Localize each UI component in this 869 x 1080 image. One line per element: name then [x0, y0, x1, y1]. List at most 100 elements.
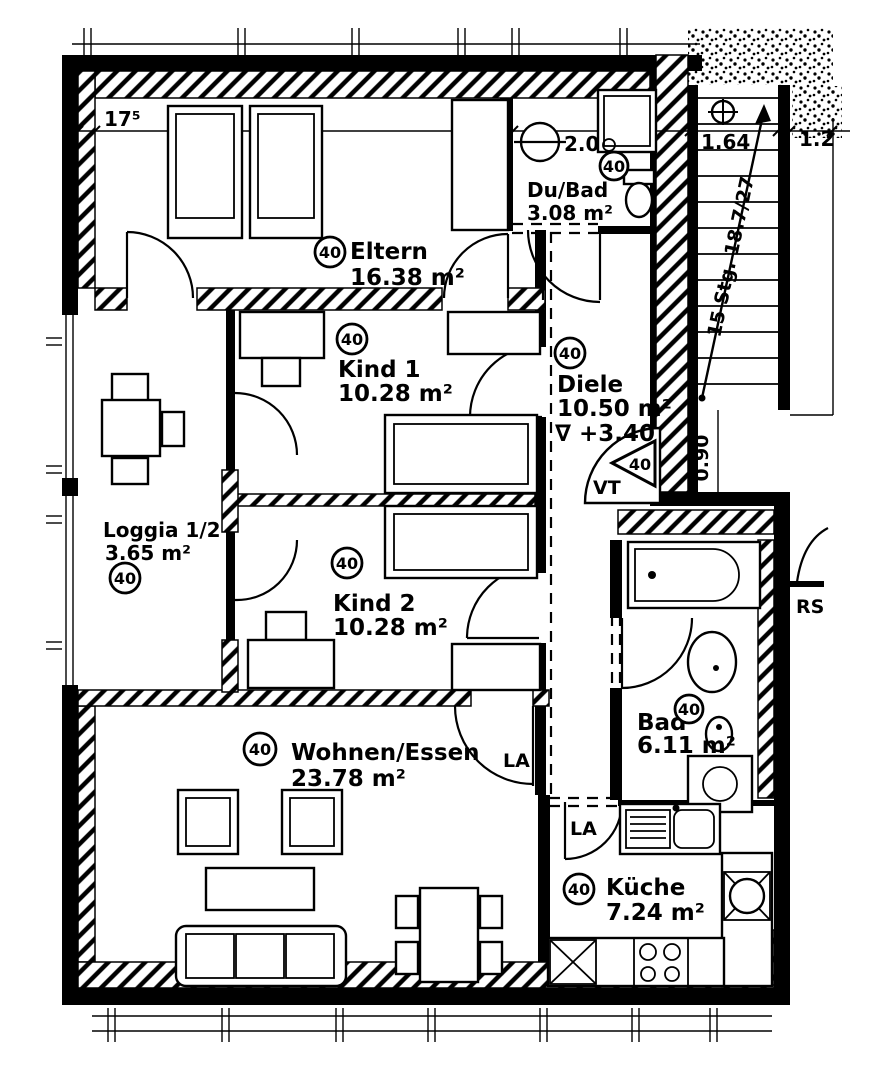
hatch-eltern-wall-1 — [94, 287, 128, 311]
room-area-eltern: 16.38 m² — [350, 265, 465, 291]
kitchen-sink-icon — [673, 809, 715, 849]
staircase: 15 Stg. 18.7/27 0.90 — [691, 85, 834, 492]
room-area-loggia: 3.65 m² — [105, 541, 191, 565]
unit-number: 40 — [114, 569, 136, 588]
hatch-loggia-stub-2 — [221, 639, 239, 693]
door-wohnen — [453, 705, 534, 786]
wall-diele-stair-edge — [650, 55, 658, 492]
room-level-diele: ∇ +3.40 — [555, 421, 655, 447]
unit-badge-bad — [673, 693, 705, 725]
room-name-loggia: Loggia 1/2 — [103, 518, 221, 542]
door-dubad — [526, 229, 601, 304]
room-name-diele: Diele — [557, 372, 623, 398]
unit-number: 40 — [319, 243, 341, 262]
dim-wall-left: 17⁵ — [104, 107, 141, 131]
unit-badge-eltern — [313, 235, 347, 269]
fixtures-kueche — [546, 802, 774, 988]
room-labels: 40 Eltern 16.38 m² 40 Du/Bad 3.08 m² 40 … — [103, 150, 736, 926]
door-eltern-right — [442, 232, 509, 299]
unit-badge-kind1 — [335, 322, 369, 356]
vt-triangle-icon — [608, 438, 657, 489]
hatch-stair-wall — [655, 54, 689, 493]
parapet-height-label: 0.90 — [691, 435, 713, 482]
stair-direction-arrow — [755, 104, 771, 124]
wall-dubad-south — [598, 226, 655, 234]
room-name-kind2: Kind 2 — [333, 591, 416, 617]
toilet-icon — [624, 181, 654, 219]
bad-toilet-icon — [704, 715, 734, 753]
vt-symbol: 40 VT — [583, 426, 662, 505]
unit-badge-dubad — [598, 150, 630, 182]
room-area-diele: 10.50 m² — [557, 396, 672, 422]
hatch-left-bottom — [77, 705, 96, 963]
hatch-eltern-wall-3 — [507, 287, 546, 311]
stair-direction-line — [700, 109, 766, 399]
unit-number: 40 — [603, 157, 625, 176]
wall-diele-west-2 — [535, 417, 546, 573]
washing-machine-icon — [686, 754, 754, 814]
wall-top — [62, 55, 702, 71]
unit-badge-kueche — [562, 872, 596, 906]
room-area-wohnen: 23.78 m² — [291, 766, 406, 792]
hatch-loggia-stub-1 — [221, 469, 239, 533]
vt-unit-number: 40 — [629, 455, 651, 474]
la-label-wohnen: LA — [503, 750, 530, 772]
hatch-kind-divider — [234, 493, 536, 507]
hatch-top — [94, 70, 651, 99]
existing-structure-hatch — [688, 28, 833, 86]
room-name-dubad: Du/Bad — [527, 178, 608, 202]
dim-stair-width: 1.64 — [701, 130, 750, 154]
hatch-right-bad — [757, 539, 775, 799]
furniture-loggia — [100, 372, 186, 486]
wall-below-stair — [650, 492, 790, 506]
window-mullion — [62, 478, 78, 496]
hatch-wohnen-wall-1 — [77, 689, 472, 707]
stove-icon — [633, 937, 689, 987]
wall-bad-west-1 — [610, 540, 622, 618]
vt-label: VT — [593, 477, 621, 499]
room-name-kueche: Küche — [606, 875, 685, 901]
room-name-kind1: Kind 1 — [338, 357, 421, 383]
unit-number: 40 — [249, 740, 271, 759]
room-area-kind1: 10.28 m² — [338, 381, 453, 407]
room-area-bad: 6.11 m² — [637, 733, 736, 759]
room-name-wohnen: Wohnen/Essen — [291, 740, 480, 766]
door-eltern-left — [126, 230, 195, 299]
door-kind1 — [468, 343, 543, 418]
unit-number: 40 — [341, 330, 363, 349]
hatch-wohnen-wall-2 — [532, 689, 550, 707]
wall-diele-west-3 — [535, 643, 546, 795]
dim-right-offset: 1.2 — [799, 127, 834, 151]
door-loggia-kind2 — [234, 539, 299, 602]
furniture-eltern — [166, 98, 510, 240]
unit-badge-diele — [553, 336, 587, 370]
wall-stair-left — [688, 85, 698, 492]
unit-number: 40 — [568, 880, 590, 899]
furniture-kind2 — [246, 504, 542, 692]
wall-stair-right — [778, 85, 790, 410]
unit-number: 40 — [678, 700, 700, 719]
unit-badge-kind2 — [330, 546, 364, 580]
room-area-kueche: 7.24 m² — [606, 900, 705, 926]
hatch-eltern-wall-2 — [196, 287, 443, 311]
wall-bad-west-2 — [610, 688, 622, 800]
sill-ticks — [46, 28, 772, 1042]
unit-number: 40 — [559, 344, 581, 363]
annotations: LA LA RS — [503, 596, 824, 840]
furniture-wohnen — [174, 788, 504, 988]
unit-number: 40 — [336, 554, 358, 573]
kitchen-basin-icon — [728, 877, 766, 915]
hatch-bad-top — [617, 509, 775, 535]
door-loggia-kind1 — [234, 391, 299, 456]
unit-badge-loggia — [108, 561, 142, 595]
fixtures-dubad — [514, 88, 658, 219]
door-bad — [621, 617, 694, 690]
wall-right — [774, 492, 790, 1005]
bathtub-icon — [626, 540, 762, 610]
room-area-kind2: 10.28 m² — [333, 615, 448, 641]
window-loggia — [62, 315, 78, 685]
furniture-kind1 — [238, 310, 542, 495]
hatch-left-top — [77, 70, 96, 289]
